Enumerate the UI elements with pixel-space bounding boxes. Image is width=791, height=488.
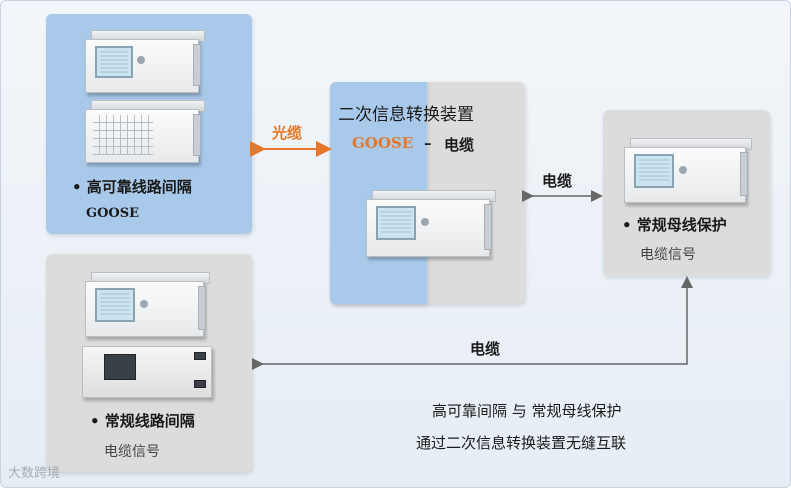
device-handle <box>740 152 748 196</box>
device-screen <box>95 288 135 322</box>
converter-cable-label: 电缆 <box>444 136 475 154</box>
device-screen <box>634 154 674 188</box>
device-keypad-panel <box>104 354 136 380</box>
cable-arrow-bottom <box>252 276 693 370</box>
device-keypad <box>140 300 148 308</box>
cable-label-bottom: 电缆 <box>470 340 501 358</box>
device-keypad <box>421 218 429 226</box>
device-handle <box>193 114 201 156</box>
device-body <box>82 346 212 398</box>
fiber-label: 光缆 <box>272 124 303 142</box>
watermark-logo: 大数跨境 <box>8 466 61 481</box>
device-keypad <box>137 56 145 64</box>
device-protection-unit <box>85 30 205 93</box>
device-handle <box>484 204 492 250</box>
device-screen <box>376 206 416 240</box>
label-busbar-signal: 电缆信号 <box>640 247 696 263</box>
cable-label-right: 电缆 <box>542 172 573 190</box>
device-indicator <box>194 352 206 360</box>
device-keypad <box>679 166 687 174</box>
device-screen <box>95 46 133 78</box>
label-goose-signal: GOOSE <box>86 206 140 221</box>
label-conventional-line-bay: • 常规线路间隔 <box>90 412 195 430</box>
device-handle <box>193 44 201 86</box>
converter-title: 二次信息转换装置 <box>338 105 474 125</box>
device-io-chassis <box>85 100 205 163</box>
device-grill <box>93 115 153 155</box>
device-rack-unit <box>82 346 214 398</box>
device-line-protection <box>85 272 210 337</box>
label-busbar-protection: • 常规母线保护 <box>622 216 727 234</box>
label-reliable-line-bay: • 高可靠线路间隔 <box>72 178 192 196</box>
converter-goose-label: GOOSE <box>352 134 414 152</box>
label-conventional-signal: 电缆信号 <box>104 444 160 460</box>
device-busbar-protection <box>624 138 752 203</box>
device-info-converter <box>366 190 496 257</box>
caption-line-2: 通过二次信息转换装置无缝互联 <box>416 434 627 452</box>
device-port <box>194 380 206 388</box>
caption-line-1: 高可靠间隔 与 常规母线保护 <box>432 402 622 420</box>
converter-dash: – <box>424 134 432 152</box>
device-handle <box>198 286 206 330</box>
